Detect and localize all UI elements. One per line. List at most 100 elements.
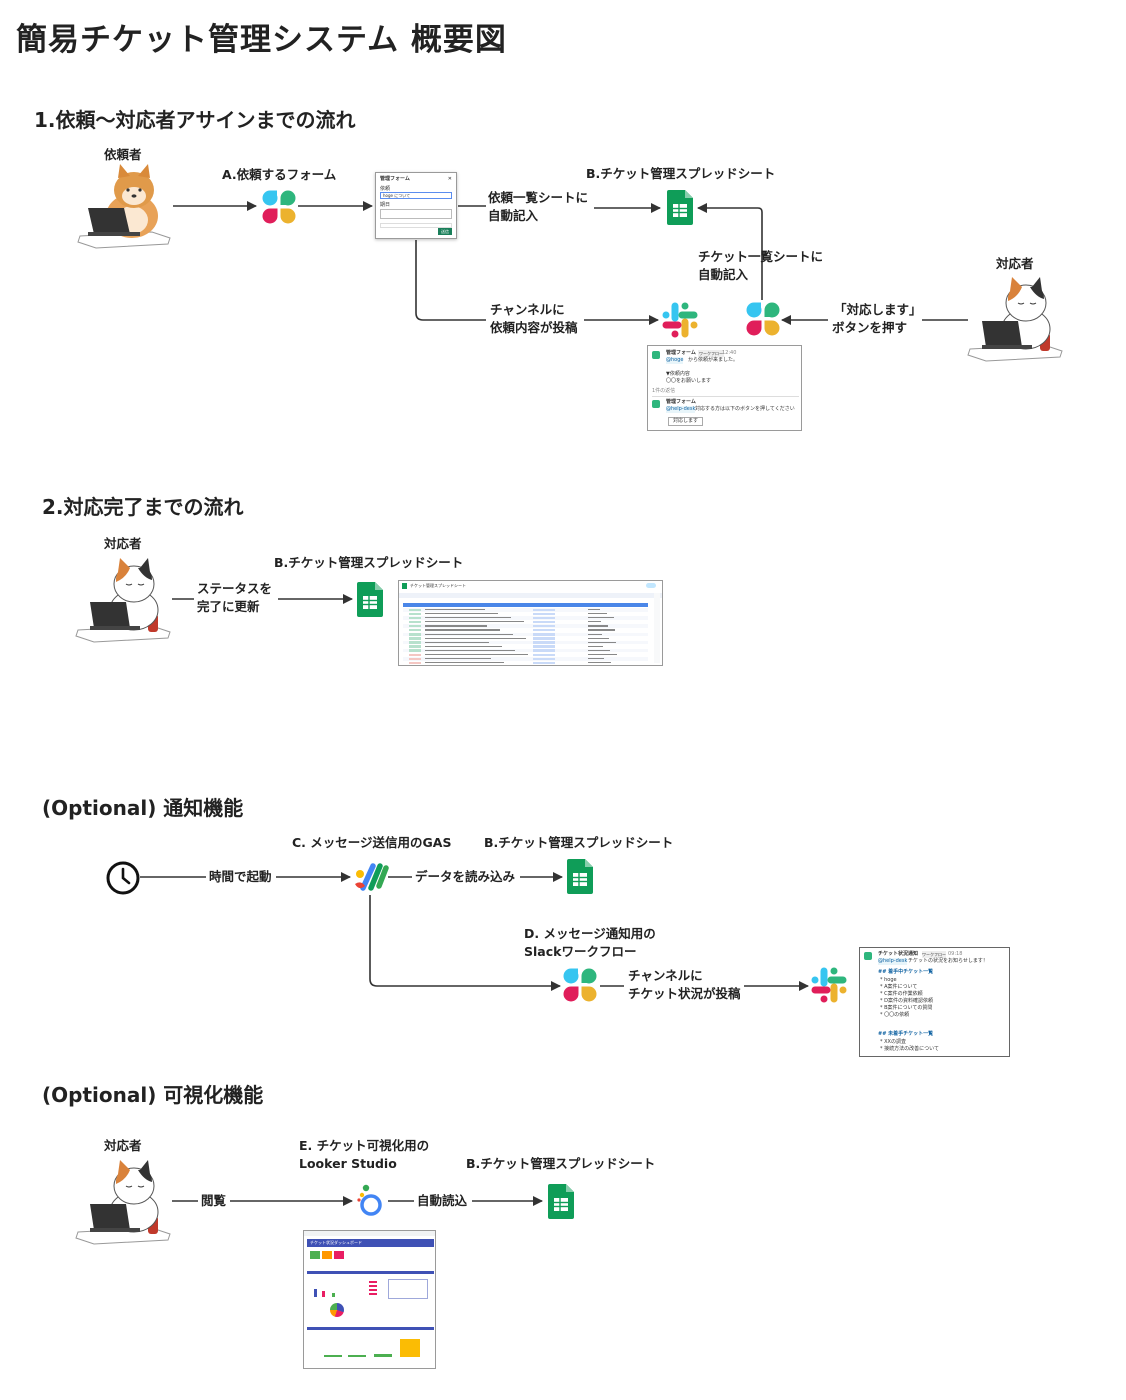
sheet-row	[403, 628, 648, 632]
form-thumb-field1: 依頼	[380, 186, 391, 192]
msg-4: 対応する方は以下のボタンを押してください	[695, 406, 795, 412]
responder-label-2: 対応者	[104, 536, 142, 551]
sheet-row	[403, 620, 648, 624]
notify-intro: チケットの状況をお知らせします！	[908, 958, 988, 964]
side-panel	[654, 593, 660, 663]
sheet-row	[403, 616, 648, 620]
sheet-row	[403, 661, 648, 665]
apps-script-icon	[355, 863, 389, 891]
bot-name: 管理フォーム	[666, 350, 696, 356]
sheet-app-icon	[402, 583, 407, 589]
calico-cat-at-laptop-illustration	[967, 277, 1063, 362]
bot-avatar	[864, 952, 872, 960]
reply-count: 1件の返信	[652, 388, 676, 394]
bot-badge: ワークフロー	[698, 350, 724, 357]
bot-avatar	[652, 351, 660, 359]
google-sheets-icon	[357, 582, 383, 617]
ticket-sheet-text-1: チケット一覧シートに	[698, 249, 824, 264]
looker-section-bar	[307, 1271, 434, 1274]
status-text-2: 完了に更新	[197, 599, 260, 614]
form-thumb-title: 管理フォーム	[380, 176, 410, 182]
google-sheets-icon	[667, 190, 693, 225]
looker-header: チケット状況ダッシュボード	[307, 1239, 434, 1247]
pie-chart	[330, 1303, 344, 1317]
table-widget	[388, 1279, 428, 1299]
sheet-thumb-title: チケット管理スプレッドシート	[410, 583, 466, 588]
google-sheets-icon	[548, 1184, 574, 1219]
sheet-rows	[403, 608, 648, 665]
respond-button: 対応します	[668, 417, 704, 426]
notify-bot-name: チケット状況通知	[878, 951, 919, 957]
requester-label: 依頼者	[104, 147, 142, 162]
bot-time: 12:40	[722, 350, 737, 356]
looker-studio-icon	[357, 1184, 382, 1216]
ticket-sheet-text-2: 自動記入	[698, 267, 749, 282]
form-thumb-input1: hoge について	[380, 192, 452, 199]
sheet-header-row	[403, 603, 648, 607]
gas-label: C. メッセージ送信用のGAS	[292, 835, 452, 850]
slack-workflow-icon	[563, 968, 597, 1002]
sheet-row	[403, 653, 648, 657]
notify-section-b: ## 未着手チケット一覧	[878, 1031, 934, 1037]
bot-avatar	[652, 400, 660, 408]
slack-notification-thumbnail: チケット状況通知 ワークフロー 09:18 @help-desk チケットの状況…	[859, 947, 1010, 1057]
calico-cat-at-laptop-illustration	[75, 1160, 171, 1245]
notify-list-a: * hoge* A案件について* C案件の作業依頼* D案件の資料確認依頼* B…	[880, 977, 933, 1019]
auto-read-text: 自動読込	[417, 1193, 468, 1208]
status-text-1: ステータスを	[197, 581, 273, 596]
sheet-label-1: B.チケット管理スプレッドシート	[586, 166, 776, 181]
page-title: 簡易チケット管理システム 概要図	[16, 22, 507, 58]
section4-heading: (Optional) 可視化機能	[42, 1083, 264, 1107]
notify-mention: @help-desk	[878, 958, 908, 965]
sheet-row	[403, 640, 648, 645]
kpi-tile	[322, 1251, 332, 1259]
mention-2: @help-desk	[666, 406, 696, 413]
view-text: 閲覧	[201, 1193, 227, 1208]
bar-mark	[348, 1355, 366, 1357]
sheet-label-3: B.チケット管理スプレッドシート	[484, 835, 674, 850]
bar-mark	[332, 1293, 335, 1297]
notify-list-item: * 〇〇の依頼	[880, 1012, 910, 1018]
bar-mark	[324, 1355, 342, 1357]
looker-label-1: E. チケット可視化用の	[299, 1138, 430, 1153]
slack-workflow-icon	[262, 190, 296, 224]
timer-text: 時間で起動	[209, 869, 272, 884]
notify-list-item: * A案件について	[880, 984, 918, 990]
msg-2: ▼依頼内容	[666, 371, 690, 377]
form-thumb-close-icon: ✕	[447, 176, 452, 182]
slack-message-thumbnail: 管理フォーム ワークフロー 12:40 @hoge から依頼が来ました。 ▼依頼…	[647, 345, 802, 431]
section1-heading: 1.依頼～対応者アサインまでの流れ	[34, 108, 356, 132]
looker-label-2: Looker Studio	[299, 1156, 397, 1171]
notify-list-item: * XXの調査	[880, 1039, 906, 1045]
notify-list-item: * C案件の作業依頼	[880, 991, 923, 997]
clock-icon	[106, 861, 140, 895]
channel-post-text-1: チャンネルに	[490, 302, 565, 317]
notify-list-item: * 接続方法の改善について	[880, 1046, 939, 1052]
mention-1: @hoge	[666, 357, 684, 364]
button-press-text-2: ボタンを押す	[832, 320, 908, 335]
msg-3: 〇〇をお願いします	[666, 378, 712, 384]
sheet-row	[403, 644, 648, 649]
kpi-tile	[334, 1251, 344, 1259]
button-press-text-1: 「対応します」	[834, 302, 922, 317]
notify-list-item: * D案件の資料確認依頼	[880, 998, 933, 1004]
share-button	[646, 583, 656, 588]
sheet-row	[403, 624, 648, 628]
arrow-slack-to-sheet	[697, 203, 763, 300]
bar-mark	[314, 1289, 317, 1297]
form-label: A.依頼するフォーム	[222, 167, 337, 182]
workflow-label-2: Slackワークフロー	[524, 944, 637, 959]
to-sheet-text-2: 自動記入	[488, 208, 539, 223]
form-screenshot-thumbnail: 管理フォーム ✕ 依頼 hoge について 期日 送信	[375, 172, 457, 239]
channel-post-text-2: 依頼内容が投稿	[490, 320, 578, 335]
form-thumb-input2	[380, 209, 452, 219]
sheet-row	[403, 657, 648, 661]
section3-heading: (Optional) 通知機能	[42, 796, 244, 820]
sheet-label-4: B.チケット管理スプレッドシート	[466, 1156, 656, 1171]
sheet-label-2: B.チケット管理スプレッドシート	[274, 555, 464, 570]
bot-name: 管理フォーム	[666, 399, 696, 405]
section2-heading: 2.対応完了までの流れ	[42, 495, 244, 519]
post-text-2: チケット状況が投稿	[628, 986, 741, 1001]
bar-mark	[369, 1281, 377, 1297]
arrow-form-to-channel-a	[415, 240, 486, 321]
